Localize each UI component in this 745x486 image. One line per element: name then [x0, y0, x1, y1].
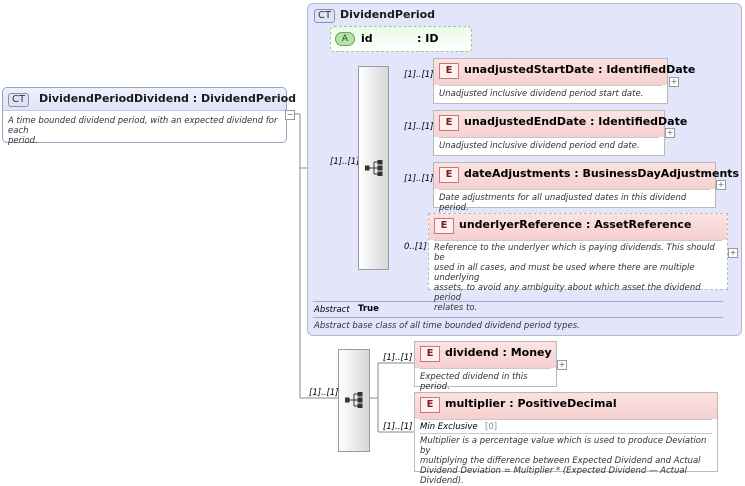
- element-cardinality: [1]..[1]: [404, 174, 434, 184]
- element-dividend[interactable]: E dividend : Money Expected dividend in …: [414, 341, 557, 392]
- element-description: Reference to the underlyer which is payi…: [434, 243, 726, 313]
- extension-sequence-cardinality: [1]..[1]: [309, 388, 339, 398]
- description-line: multiplying the difference between Expec…: [420, 456, 701, 466]
- element-separator: [434, 240, 722, 241]
- element-name: underlyerReference: [459, 218, 583, 231]
- attribute-name: id: [361, 32, 373, 45]
- element-multiplier[interactable]: E multiplier : PositiveDecimal Min Exclu…: [414, 392, 718, 486]
- element-header: [429, 214, 727, 240]
- element-type: : IdentifiedDate: [598, 63, 696, 76]
- sequence-icon: [345, 392, 363, 408]
- element-badge: E: [439, 63, 459, 79]
- element-date-adjustments[interactable]: E dateAdjustments : BusinessDayAdjustmen…: [433, 162, 739, 213]
- main-type-header: [3, 88, 286, 111]
- element-badge: E: [434, 218, 454, 234]
- element-separator: [439, 137, 659, 138]
- element-separator: [420, 368, 551, 369]
- description-separator: [313, 317, 723, 318]
- element-title: unadjustedEndDate : IdentifiedDate: [464, 115, 687, 128]
- abstract-label: Abstract: [314, 305, 350, 315]
- collapse-toggle-icon[interactable]: −: [285, 110, 295, 120]
- facet-label: Min Exclusive: [420, 422, 478, 432]
- facet-value: [0]: [485, 422, 498, 432]
- description-line: Dividend Deviation = Multiplier * (Expec…: [420, 466, 687, 486]
- base-type-description: Abstract base class of all time bounded …: [314, 321, 580, 331]
- element-description: Unadjusted inclusive dividend period end…: [439, 141, 640, 151]
- element-badge: E: [439, 115, 459, 131]
- element-name: unadjustedEndDate: [464, 115, 587, 128]
- element-title: dateAdjustments : BusinessDayAdjustments: [464, 167, 739, 180]
- element-cardinality: [1]..[1]: [404, 122, 434, 132]
- element-unadjusted-start-date[interactable]: E unadjustedStartDate : IdentifiedDate U…: [433, 58, 695, 104]
- element-name: unadjustedStartDate: [464, 63, 595, 76]
- description-line: period.: [8, 136, 38, 146]
- element-type: : IdentifiedDate: [590, 115, 688, 128]
- element-cardinality: [1]..[1]: [383, 353, 413, 363]
- element-badge: E: [420, 346, 440, 362]
- element-type: : Money: [502, 346, 552, 359]
- element-header: [434, 163, 715, 189]
- element-type: : PositiveDecimal: [509, 397, 617, 410]
- description-line: used in all cases, and must be used wher…: [434, 263, 695, 283]
- main-type-dividend-period-dividend[interactable]: CT DividendPeriodDividend : DividendPeri…: [2, 87, 296, 146]
- expand-icon[interactable]: +: [669, 77, 679, 87]
- element-cardinality: 0..[1]: [404, 242, 427, 252]
- expand-icon[interactable]: +: [716, 180, 726, 190]
- element-name: dividend: [445, 346, 499, 359]
- element-title: underlyerReference : AssetReference: [459, 218, 691, 231]
- base-type-title: DividendPeriod: [340, 8, 436, 21]
- base-sequence-cardinality: [1]..[1]: [330, 157, 360, 167]
- element-description: Expected dividend in this period.: [420, 372, 528, 392]
- element-header: [434, 59, 667, 85]
- element-name: dateAdjustments: [464, 167, 571, 180]
- attribute-badge: A: [335, 32, 355, 46]
- element-header: [415, 393, 717, 419]
- element-type: : AssetReference: [585, 218, 692, 231]
- element-description: Multiplier is a percentage value which i…: [420, 436, 716, 486]
- element-separator: [439, 189, 710, 190]
- element-cardinality: [1]..[1]: [383, 422, 413, 432]
- abstract-value: True: [358, 304, 379, 314]
- expand-icon[interactable]: +: [728, 248, 738, 258]
- element-title: multiplier : PositiveDecimal: [445, 397, 617, 410]
- attribute-id[interactable]: A id : ID: [330, 26, 472, 52]
- main-type-title: DividendPeriodDividend : DividendPeriod: [39, 92, 296, 105]
- description-line: A time bounded dividend period, with an …: [8, 116, 278, 136]
- element-unadjusted-end-date[interactable]: E unadjustedEndDate : IdentifiedDate Una…: [433, 110, 687, 156]
- element-underlyer-reference[interactable]: E underlyerReference : AssetReference Re…: [428, 213, 728, 313]
- description-line: Reference to the underlyer which is payi…: [434, 243, 715, 263]
- expand-icon[interactable]: +: [665, 128, 675, 138]
- element-cardinality: [1]..[1]: [404, 70, 434, 80]
- expand-icon[interactable]: +: [557, 360, 567, 370]
- description-line: assets, to avoid any ambiguity about whi…: [434, 283, 701, 303]
- main-type-description: A time bounded dividend period, with an …: [8, 116, 283, 146]
- element-description: Unadjusted inclusive dividend period sta…: [439, 89, 644, 99]
- extension-sequence-compositor[interactable]: [338, 349, 370, 452]
- sequence-icon: [365, 160, 383, 176]
- element-badge: E: [439, 167, 459, 183]
- attribute-type: : ID: [417, 32, 439, 45]
- element-separator: [439, 85, 662, 86]
- description-line: relates to.: [434, 303, 478, 313]
- complex-type-badge: CT: [314, 9, 336, 23]
- main-type-base: : DividendPeriod: [192, 92, 297, 105]
- element-name: multiplier: [445, 397, 506, 410]
- element-title: unadjustedStartDate : IdentifiedDate: [464, 63, 695, 76]
- element-badge: E: [420, 397, 440, 413]
- base-sequence-compositor[interactable]: [358, 66, 389, 270]
- element-separator: [420, 419, 712, 420]
- main-type-name: DividendPeriodDividend: [39, 92, 189, 105]
- element-type: : BusinessDayAdjustments: [574, 167, 740, 180]
- abstract-separator: [313, 301, 723, 302]
- description-line: Multiplier is a percentage value which i…: [420, 436, 707, 456]
- element-description: Date adjustments for all unadjusted date…: [439, 193, 687, 213]
- element-title: dividend : Money: [445, 346, 552, 359]
- element-separator: [420, 433, 712, 434]
- complex-type-badge: CT: [8, 93, 30, 107]
- element-header: [434, 111, 664, 137]
